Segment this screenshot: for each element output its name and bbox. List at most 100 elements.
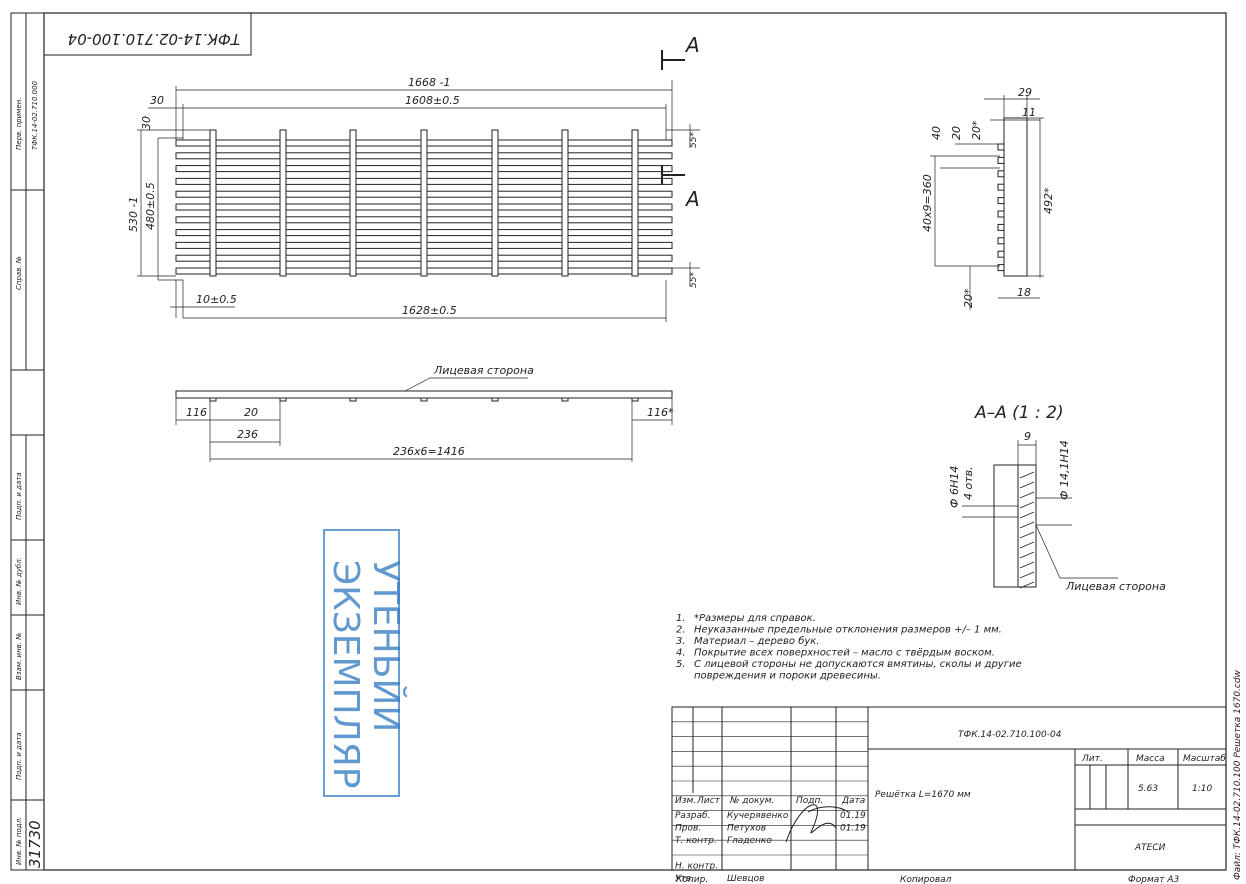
tb-h-date: Дата xyxy=(841,796,865,806)
side-cell-sign-date-2: Подп. и дата xyxy=(15,732,23,780)
note-text: *Размеры для справок. xyxy=(694,613,816,624)
top-code-text: ТФК.14-02.710.100-04 xyxy=(68,30,240,48)
side-dim-40: 40 xyxy=(930,126,943,140)
dim-height-inner: 480±0.5 xyxy=(144,182,157,230)
tb-person: Шевцов xyxy=(727,874,764,884)
top-dim-right: 116* xyxy=(647,406,674,419)
post xyxy=(209,129,217,277)
side-cell-first-use-code: ТФК.14-02.710.000 xyxy=(31,80,39,150)
top-tab xyxy=(491,397,499,402)
note-number: 3. xyxy=(676,636,686,647)
tb-person: Гладенко xyxy=(727,836,772,846)
post xyxy=(420,129,428,277)
top-dim-slat: 20 xyxy=(244,406,258,419)
side-cell-ref-no: Справ. № xyxy=(15,256,23,290)
dim-right-bottom: 55* xyxy=(689,272,699,288)
tb-h-list: Лист xyxy=(696,796,721,806)
note-text: повреждения и пороки древесины. xyxy=(694,671,881,682)
hatch-line xyxy=(1019,571,1035,579)
post xyxy=(491,129,499,277)
side-dim-20: 20 xyxy=(950,126,963,140)
tb-h-izm: Изм. xyxy=(675,796,696,806)
side-dim-29: 29 xyxy=(1018,86,1032,99)
post xyxy=(279,129,287,277)
side-cell-orig-inv: Инв. № подл. xyxy=(15,817,23,865)
side-dim-bottom18: 18 xyxy=(1017,286,1031,299)
top-tab xyxy=(561,397,569,402)
tb-scale: 1:10 xyxy=(1192,784,1212,794)
note-number: 5. xyxy=(676,659,686,670)
dim-bottom-total: 1628±0.5 xyxy=(402,304,457,317)
tb-bottom-left: Копир. xyxy=(676,875,708,884)
tb-role: Утв. xyxy=(675,874,694,884)
hatch-line xyxy=(1019,501,1035,509)
dim-between: 1608±0.5 xyxy=(405,94,460,107)
section-hole1: Ф 6Н14 xyxy=(948,466,961,508)
side-tooth xyxy=(997,156,1005,164)
side-tooth xyxy=(997,250,1005,258)
note-text: Покрытие всех поверхностей – масло с твё… xyxy=(694,648,995,659)
side-dim-20b: 20* xyxy=(970,120,983,140)
tb-role: Пров. xyxy=(675,824,701,834)
top-dim-total: 236x6=1416 xyxy=(393,445,465,458)
dim-top-offset: 30 xyxy=(140,116,153,130)
top-tab xyxy=(279,397,287,402)
tb-bottom-right: Формат А3 xyxy=(1128,875,1180,884)
section-view xyxy=(962,440,1118,589)
stamp-line2: ЭКЗЕМПЛЯР xyxy=(325,560,366,788)
side-cell-inv-number: 31730 xyxy=(26,820,44,868)
top-dim-left: 116 xyxy=(186,406,207,419)
tb-date: 01.19 xyxy=(840,811,866,821)
top-tab xyxy=(209,397,217,402)
side-tooth xyxy=(997,223,1005,231)
section-hole2: Ф 14,1Н14 xyxy=(1058,440,1071,500)
top-tab xyxy=(420,397,428,402)
top-tab xyxy=(349,397,357,402)
front-posts xyxy=(209,129,639,277)
side-tooth xyxy=(997,237,1005,245)
tb-mass: 5.63 xyxy=(1138,784,1158,794)
side-tooth xyxy=(997,264,1005,272)
section-hole1-count: 4 отв. xyxy=(962,466,975,500)
post xyxy=(631,129,639,277)
tb-bottom-mid: Копировал xyxy=(900,875,952,884)
side-view-body xyxy=(1003,117,1028,277)
tb-company: АТЕСИ xyxy=(1134,843,1166,853)
note-text: Материал – дерево бук. xyxy=(694,635,820,647)
tb-role: Н. контр. xyxy=(675,861,718,871)
side-dim-total: 492* xyxy=(1042,187,1055,214)
top-dim-pitch: 236 xyxy=(237,428,258,441)
side-tooth xyxy=(997,197,1005,205)
post xyxy=(349,129,357,277)
note-number: 2. xyxy=(676,625,686,636)
section-mark-top: A xyxy=(684,33,700,57)
dim-height-outer: 530 -1 xyxy=(127,197,140,232)
tb-person: Кучерявенко xyxy=(727,811,789,821)
section-width: 9 xyxy=(1024,430,1031,443)
tb-doc-code: ТФК.14-02.710.100-04 xyxy=(958,730,1062,740)
hatch-line xyxy=(1019,491,1035,499)
side-tooth xyxy=(997,183,1005,191)
note-number: 1. xyxy=(676,613,686,624)
side-cell-dup-inv: Инв. № дубл. xyxy=(15,557,23,605)
front-view xyxy=(137,50,700,322)
hatch-line xyxy=(1019,481,1035,489)
tb-date: 01.19 xyxy=(840,824,866,834)
side-cell-first-use: Перв. примен. xyxy=(15,97,23,150)
side-cell-sign-date-1: Подп. и дата xyxy=(15,472,23,520)
top-code-frame xyxy=(43,12,252,56)
tb-h-sign: Подп. xyxy=(796,796,823,806)
tb-right-margin: Файл: ТФК.14-02.710.100 Решетка 1670.cdw xyxy=(1233,669,1243,880)
section-title: А–А (1 : 2) xyxy=(974,403,1064,423)
tb-title: Решётка L=1670 мм xyxy=(875,790,971,800)
top-face-label: Лицевая сторона xyxy=(433,364,534,377)
tb-role: Т. контр. xyxy=(675,836,717,846)
top-view-body xyxy=(175,390,673,399)
side-tooth xyxy=(997,143,1005,151)
section-mark-bottom: A xyxy=(684,187,700,211)
side-dim-bottom20: 20* xyxy=(962,288,975,308)
side-tooth xyxy=(997,170,1005,178)
dim-left-offset: 30 xyxy=(150,94,164,107)
section-frame-hatched xyxy=(1017,464,1037,588)
